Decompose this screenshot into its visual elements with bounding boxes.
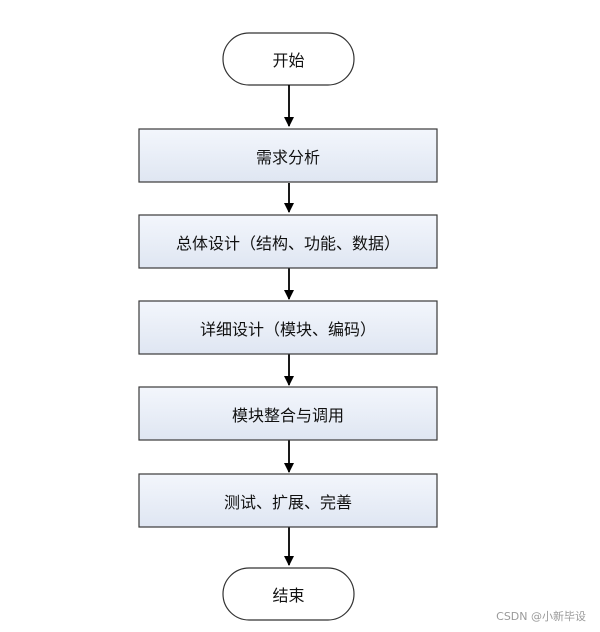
end-terminator-shape	[222, 567, 355, 621]
watermark-text: CSDN @小新毕设	[496, 610, 586, 623]
end-label: 结束	[272, 586, 305, 605]
step-label-testing: 测试、扩展、完善	[223, 492, 352, 512]
step-box-1	[138, 128, 438, 183]
step-box-4	[138, 386, 438, 441]
step-box-2	[138, 214, 438, 269]
step-box-3	[138, 300, 438, 355]
step-label-requirements: 需求分析	[255, 147, 320, 167]
step-label-integration: 模块整合与调用	[231, 405, 344, 425]
step-label-overall-design: 总体设计（结构、功能、数据）	[175, 233, 400, 253]
step-label-detailed-design: 详细设计（模块、编码）	[199, 319, 376, 339]
start-label: 开始	[272, 51, 305, 70]
step-box-5	[138, 473, 438, 528]
